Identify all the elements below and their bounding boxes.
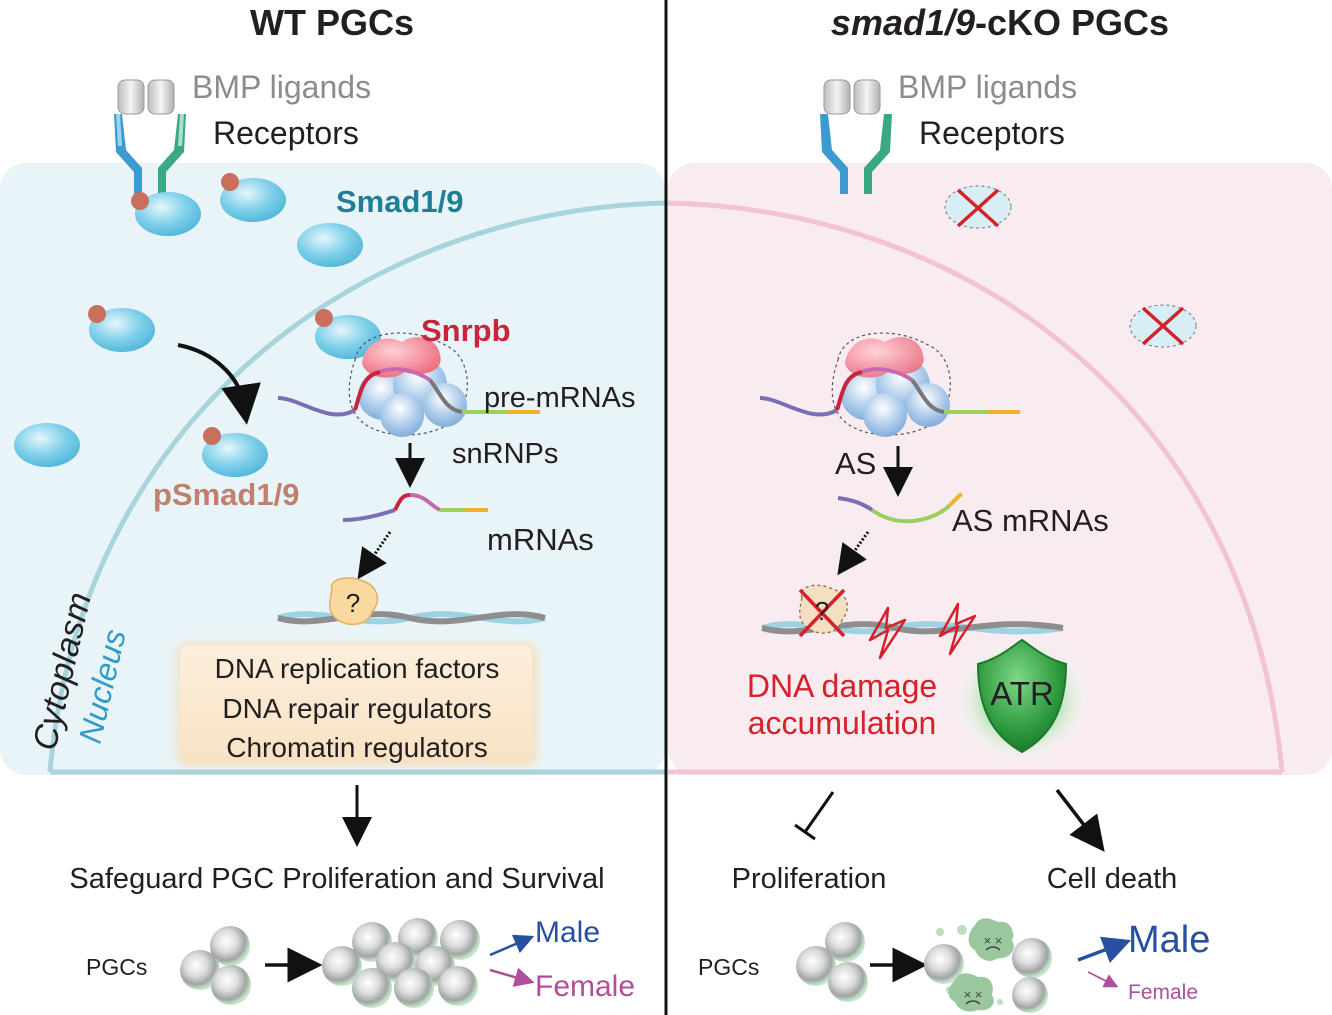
psmad-label: pSmad1/9 — [153, 477, 299, 512]
smad-protein — [220, 178, 286, 222]
wt-pgc-label: PGCs — [86, 954, 147, 980]
targets-box — [180, 645, 532, 763]
wt-receptors-label: Receptors — [213, 115, 359, 151]
ko-receptors-label: Receptors — [919, 115, 1065, 151]
svg-text:× ×: × × — [964, 987, 983, 1002]
phospho-dot — [88, 305, 106, 323]
svg-text:× ×: × × — [984, 933, 1003, 948]
dead-cell-icon: × × — [948, 973, 994, 1012]
dna-break-bolt — [938, 602, 977, 656]
as-label: AS — [835, 446, 876, 481]
target-item: DNA repair regulators — [222, 693, 491, 724]
wt-pgc-cluster-start — [180, 926, 251, 1005]
as-mrna-label: AS mRNAs — [952, 503, 1109, 538]
wt-bmp-receptor-icon — [114, 79, 186, 194]
phospho-dot — [203, 427, 221, 445]
phospho-dot — [221, 173, 239, 191]
damage-label-line2: accumulation — [748, 705, 937, 741]
ko-male-label: Male — [1128, 919, 1210, 961]
translation-arrow — [357, 531, 392, 580]
nuclear-import-arrow — [177, 343, 261, 425]
smad-protein — [89, 308, 155, 352]
phospho-dot — [131, 192, 149, 210]
ko-title: smad1/9-cKO PGCs — [831, 2, 1169, 43]
target-item: Chromatin regulators — [226, 732, 487, 763]
wt-spliceosome — [277, 332, 540, 437]
ko-unknown-mark: ? — [815, 596, 829, 626]
dna-break-bolt — [868, 606, 907, 660]
atr-shield-icon — [976, 638, 1068, 754]
ko-female-label: Female — [1128, 981, 1198, 1004]
missing-smad-icon — [944, 185, 1012, 229]
wt-title: WT PGCs — [250, 2, 414, 43]
smad-protein — [135, 192, 201, 236]
wt-nucleus-membrane — [47, 200, 666, 773]
ko-bmp-label: BMP ligands — [898, 69, 1077, 105]
smad-protein — [14, 423, 80, 467]
phospho-dot — [315, 309, 333, 327]
wt-female-arrow — [489, 967, 535, 987]
snrpb-protein — [362, 337, 441, 378]
death-arrow — [1055, 788, 1105, 852]
snrnp-label: snRNPs — [452, 438, 558, 470]
ko-bmp-receptor-icon — [820, 79, 892, 194]
wt-dna-helix — [277, 611, 546, 625]
wt-bmp-label: BMP ligands — [192, 69, 371, 105]
ko-pgc-cluster-start — [796, 922, 868, 1002]
cell-death-label: Cell death — [1047, 863, 1178, 895]
target-item: DNA replication factors — [215, 653, 500, 684]
psmad-protein — [202, 433, 268, 477]
damage-label-line1: DNA damage — [747, 668, 937, 704]
ko-pgc-label: PGCs — [698, 954, 759, 980]
wt-pgc-cluster-end — [322, 918, 480, 1008]
as-mrna — [837, 492, 963, 524]
ko-male-arrow — [1077, 936, 1132, 964]
wt-male-arrow — [489, 934, 535, 957]
mature-mrna — [342, 493, 488, 522]
ko-female-arrow — [1087, 971, 1119, 988]
snrpb-label: Snrpb — [421, 313, 511, 348]
ko-spliceosome — [759, 332, 1020, 437]
inhibition-line — [803, 791, 835, 833]
mrna-label: mRNAs — [487, 522, 594, 557]
inhibition-bar — [794, 823, 816, 841]
dead-cell-icon: × × — [968, 918, 1014, 961]
proliferation-label: Proliferation — [732, 863, 887, 895]
ko-nucleus-membrane — [667, 200, 1285, 773]
atr-label: ATR — [990, 675, 1054, 712]
smad-protein — [297, 223, 363, 267]
wt-female-label: Female — [535, 970, 635, 1003]
unknown-factor — [329, 577, 379, 626]
ko-title-italic: smad1/9 — [831, 2, 975, 43]
ko-title-rest: -cKO PGCs — [975, 2, 1169, 43]
wt-outcome-label: Safeguard PGC Proliferation and Survival — [69, 863, 604, 895]
pre-mrna-label: pre-mRNAs — [484, 382, 635, 414]
missing-factor-icon — [798, 584, 848, 638]
missing-smad-icon — [1129, 304, 1197, 348]
wt-male-label: Male — [535, 916, 600, 949]
unknown-mark: ? — [346, 588, 360, 618]
smad-label: Smad1/9 — [336, 184, 464, 219]
psmad-nuclear-protein — [315, 315, 381, 359]
